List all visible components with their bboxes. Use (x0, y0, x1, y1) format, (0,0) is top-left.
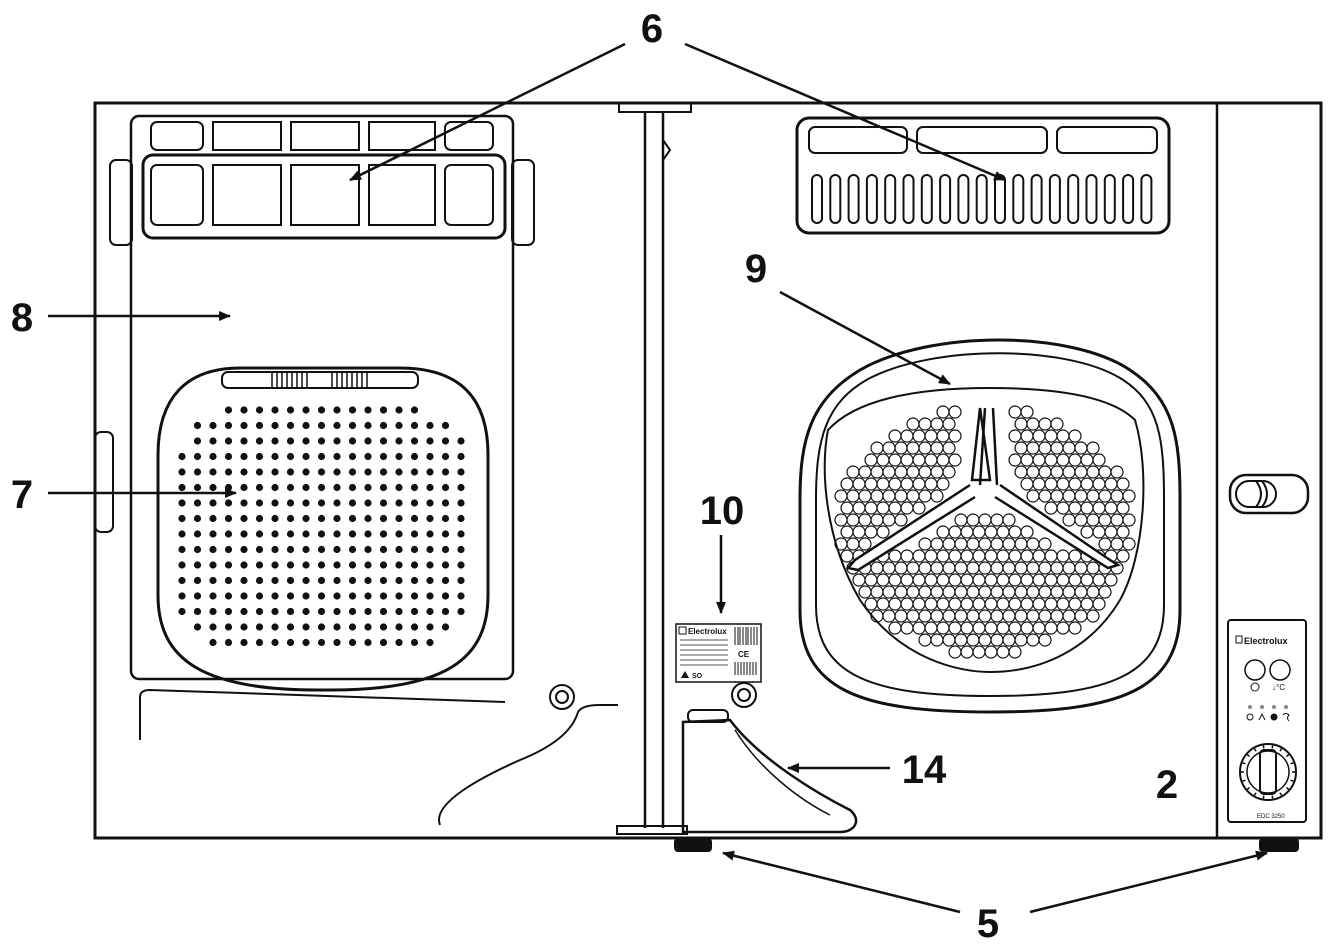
callout-8: 8 (11, 296, 33, 340)
callout-6: 6 (641, 7, 663, 51)
svg-text:SO: SO (692, 673, 703, 680)
rating-plate: Electrolux CE SO (675, 623, 762, 683)
callout-arrows (48, 42, 1268, 914)
drum-back-cover (798, 338, 1182, 714)
callout-10: 10 (700, 489, 745, 533)
control-panel: Electrolux ↓°C EDC 3250 (1227, 619, 1307, 823)
callout-7: 7 (11, 473, 33, 517)
foot-left (674, 838, 712, 852)
drain-hose-holder (681, 709, 858, 834)
program-dial (1239, 743, 1297, 801)
callout-labels: 6 8 7 9 10 14 2 5 (11, 7, 1178, 946)
condenser-dot-grid (178, 406, 465, 647)
ce-mark: CE (738, 650, 750, 659)
condenser-cover (156, 366, 490, 692)
control-panel-brand: Electrolux (1244, 636, 1288, 646)
center-divider (616, 102, 692, 835)
model-label: EDC 3250 (1257, 814, 1285, 820)
callout-5: 5 (977, 902, 999, 946)
temperature-symbol: ↓°C (1272, 683, 1285, 692)
right-vent-grille (795, 116, 1171, 235)
drum-air-holes (834, 405, 1136, 659)
foot-right (1259, 838, 1299, 852)
callout-9: 9 (745, 247, 767, 291)
callout-2: 2 (1156, 763, 1178, 807)
cabinet-outline (93, 101, 1323, 840)
left-panel (94, 114, 618, 826)
callout-14: 14 (902, 748, 947, 792)
left-vent-grille (141, 153, 507, 240)
vent-slots (811, 174, 1153, 224)
door-latch (1228, 473, 1310, 515)
rating-plate-brand: Electrolux (688, 627, 727, 636)
drum-spokes (845, 407, 1122, 572)
right-panel: Electrolux CE SO (674, 103, 1310, 852)
